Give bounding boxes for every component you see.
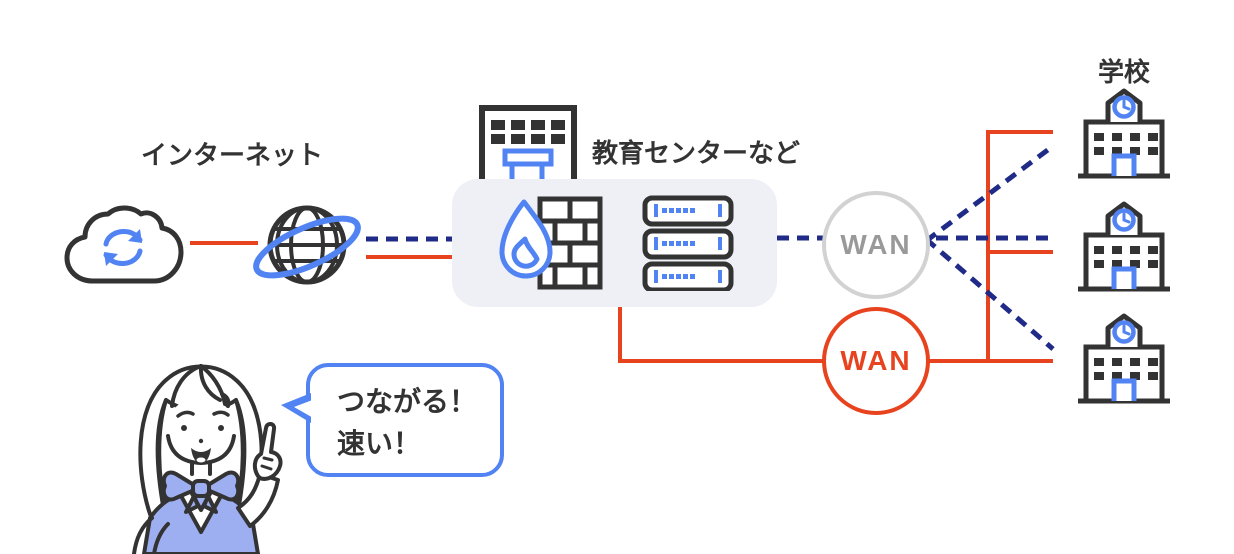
- school-icon-2: [1076, 199, 1172, 292]
- cloud-sync-icon: [64, 205, 184, 284]
- nose: [198, 438, 204, 444]
- right-arm: [236, 472, 280, 528]
- right-eye: [218, 425, 224, 431]
- speech-bubble-line1: つながる！: [337, 386, 478, 417]
- office-building-icon: [479, 105, 577, 186]
- mouth: [191, 448, 211, 463]
- wan-node-solid: WAN: [822, 307, 930, 415]
- school-label: 学校: [1097, 57, 1150, 87]
- left-arm: [132, 516, 170, 554]
- wan-node-dashed: WAN: [822, 191, 930, 299]
- firewall-icon: [499, 196, 603, 290]
- school-icon-1: [1076, 86, 1172, 179]
- globe-icon: [253, 205, 361, 285]
- speech-bubble-line2: 速い！: [337, 428, 422, 459]
- left-eye: [181, 425, 187, 431]
- speech-bubble: つながる！ 速い！: [281, 363, 504, 477]
- wan-solid-label: WAN: [840, 345, 912, 376]
- character-illustration: [132, 364, 283, 554]
- wan-dashed-label: WAN: [840, 229, 912, 260]
- internet-label: インターネット: [140, 140, 323, 170]
- bow-tie: [161, 470, 241, 514]
- eyebrows: [176, 410, 230, 418]
- education-center-label: 教育センターなど: [592, 138, 801, 168]
- education-center-box: [452, 179, 777, 307]
- school-icon-3: [1076, 311, 1172, 404]
- server-stack-icon: [642, 195, 734, 291]
